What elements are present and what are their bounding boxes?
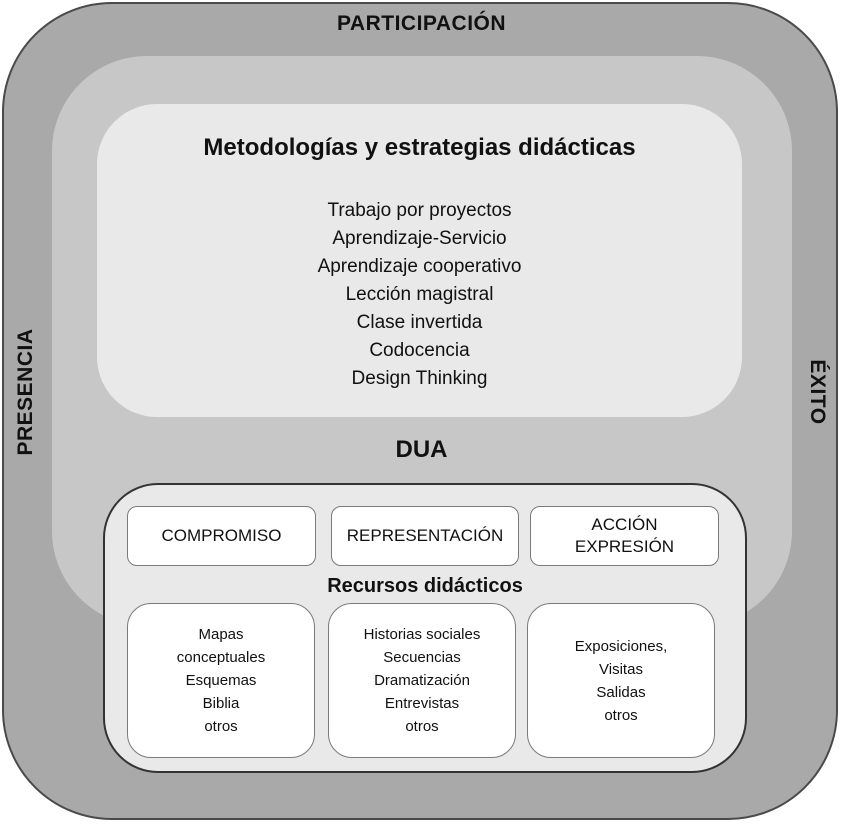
principle-label: REPRESENTACIÓN xyxy=(346,526,504,545)
resource-item: Exposiciones, xyxy=(574,637,668,655)
resource-box-1: Mapas conceptuales Esquemas Biblia otros xyxy=(127,603,315,758)
methodology-item: Lección magistral xyxy=(345,284,494,305)
methodology-item: Clase invertida xyxy=(356,312,483,333)
dua-title: DUA xyxy=(395,436,448,463)
resource-box-2: Historias sociales Secuencias Dramatizac… xyxy=(328,603,516,758)
resource-box-3: Exposiciones, Visitas Salidas otros xyxy=(527,603,715,758)
methodology-item: Aprendizaje cooperativo xyxy=(317,256,522,277)
principle-representacion: REPRESENTACIÓN xyxy=(331,506,519,566)
resource-item: Dramatización xyxy=(374,672,470,689)
resource-item: Secuencias xyxy=(383,649,461,666)
resource-item: Mapas xyxy=(198,626,244,643)
resource-item: Biblia xyxy=(202,695,240,712)
label-participacion: PARTICIPACIÓN xyxy=(336,12,507,35)
principle-compromiso: COMPROMISO xyxy=(127,506,316,566)
methodology-item: Aprendizaje-Servicio xyxy=(332,228,507,249)
methodology-item: Trabajo por proyectos xyxy=(327,200,512,221)
resource-item: Salidas xyxy=(596,683,646,701)
resource-item: otros xyxy=(604,706,638,724)
methodology-item: Design Thinking xyxy=(351,368,488,389)
principle-label: EXPRESIÓN xyxy=(574,537,675,556)
resource-item: Entrevistas xyxy=(384,695,460,712)
resource-item: otros xyxy=(405,718,439,735)
methodologies-list: Trabajo por proyectos Aprendizaje-Servic… xyxy=(97,197,742,393)
resource-item: Esquemas xyxy=(185,672,257,689)
principle-label: ACCIÓN xyxy=(591,515,658,534)
methodologies-title: Metodologías y estrategias didácticas xyxy=(203,134,636,161)
methodology-item: Codocencia xyxy=(369,340,470,361)
resources-title: Recursos didácticos xyxy=(327,575,523,597)
resource-item: Visitas xyxy=(599,660,643,678)
resource-item: Historias sociales xyxy=(363,626,481,643)
label-exito: ÉXITO xyxy=(806,359,829,425)
resource-item: otros xyxy=(204,718,238,735)
principle-label: COMPROMISO xyxy=(161,526,282,545)
methodologies-panel xyxy=(97,104,742,417)
resource-item: conceptuales xyxy=(176,649,266,666)
principle-accion-expresion: ACCIÓN EXPRESIÓN xyxy=(530,506,719,566)
